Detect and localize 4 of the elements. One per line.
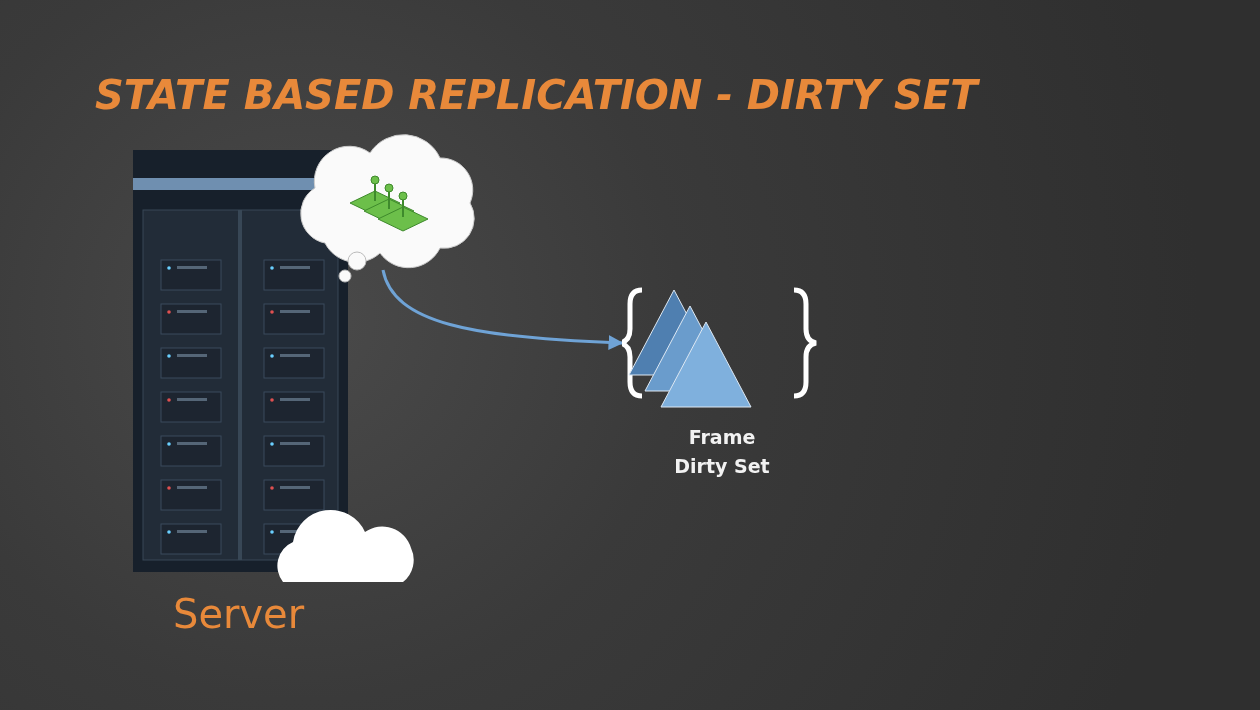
set-label: Frame Dirty Set [673, 425, 771, 479]
server-label: Server [173, 591, 305, 637]
arrow [381, 269, 624, 350]
slide-title: STATE BASED REPLICATION - DIRTY SET [95, 72, 978, 118]
